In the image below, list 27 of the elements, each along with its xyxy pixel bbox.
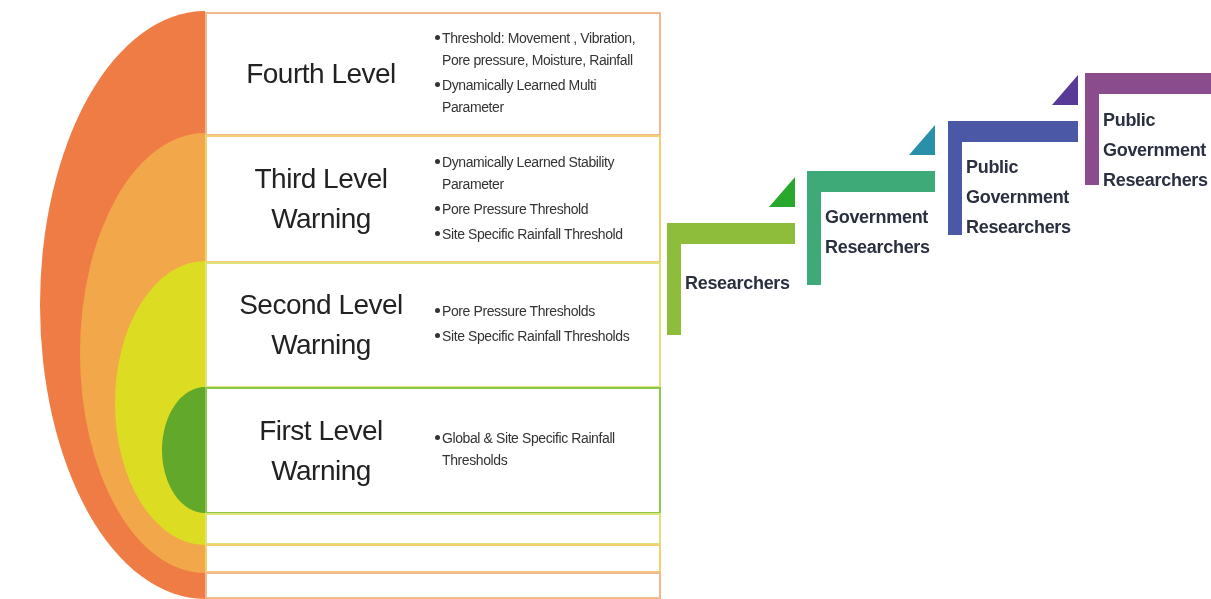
step-label: Public Government Researchers <box>966 156 1072 239</box>
bullet-text: Site Specific Rainfall Threshold <box>442 224 623 244</box>
level-heading: First Level Warning <box>258 413 384 488</box>
step-shape <box>807 125 935 285</box>
bullet-text: Pore Pressure Thresholds <box>442 302 595 321</box>
bullet-text: Global & Site Specific Rainfall Thresholds <box>442 429 616 470</box>
level-heading: Third Level Warning <box>253 162 389 236</box>
step-label: Researchers <box>685 272 791 295</box>
bullet-text: Threshold: Movement , Vibration, Pore pressure, Moisture, Rainfall <box>442 29 637 70</box>
step-label: Public Government Researchers <box>1103 109 1209 192</box>
level-heading: Fourth Level <box>245 57 397 91</box>
level-band <box>205 135 661 263</box>
step-shape <box>667 177 795 335</box>
step-label: Government Researchers <box>825 206 931 259</box>
step-shape <box>1085 72 1211 185</box>
step-shape <box>948 75 1078 235</box>
bullet-text: Dynamically Learned Stability Parameter <box>442 152 616 194</box>
bullet-text: Site Specific Rainfall Thresholds <box>442 327 630 346</box>
level-band <box>205 262 661 388</box>
empty-band <box>205 544 661 573</box>
empty-band <box>205 513 661 545</box>
bullet-text: Pore Pressure Threshold <box>442 199 589 219</box>
level-band <box>205 387 661 514</box>
empty-band <box>205 572 661 599</box>
bullet-text: Dynamically Learned Multi Parameter <box>442 76 598 117</box>
level-heading: Second Level Warning <box>238 288 404 362</box>
level-band <box>205 12 661 136</box>
